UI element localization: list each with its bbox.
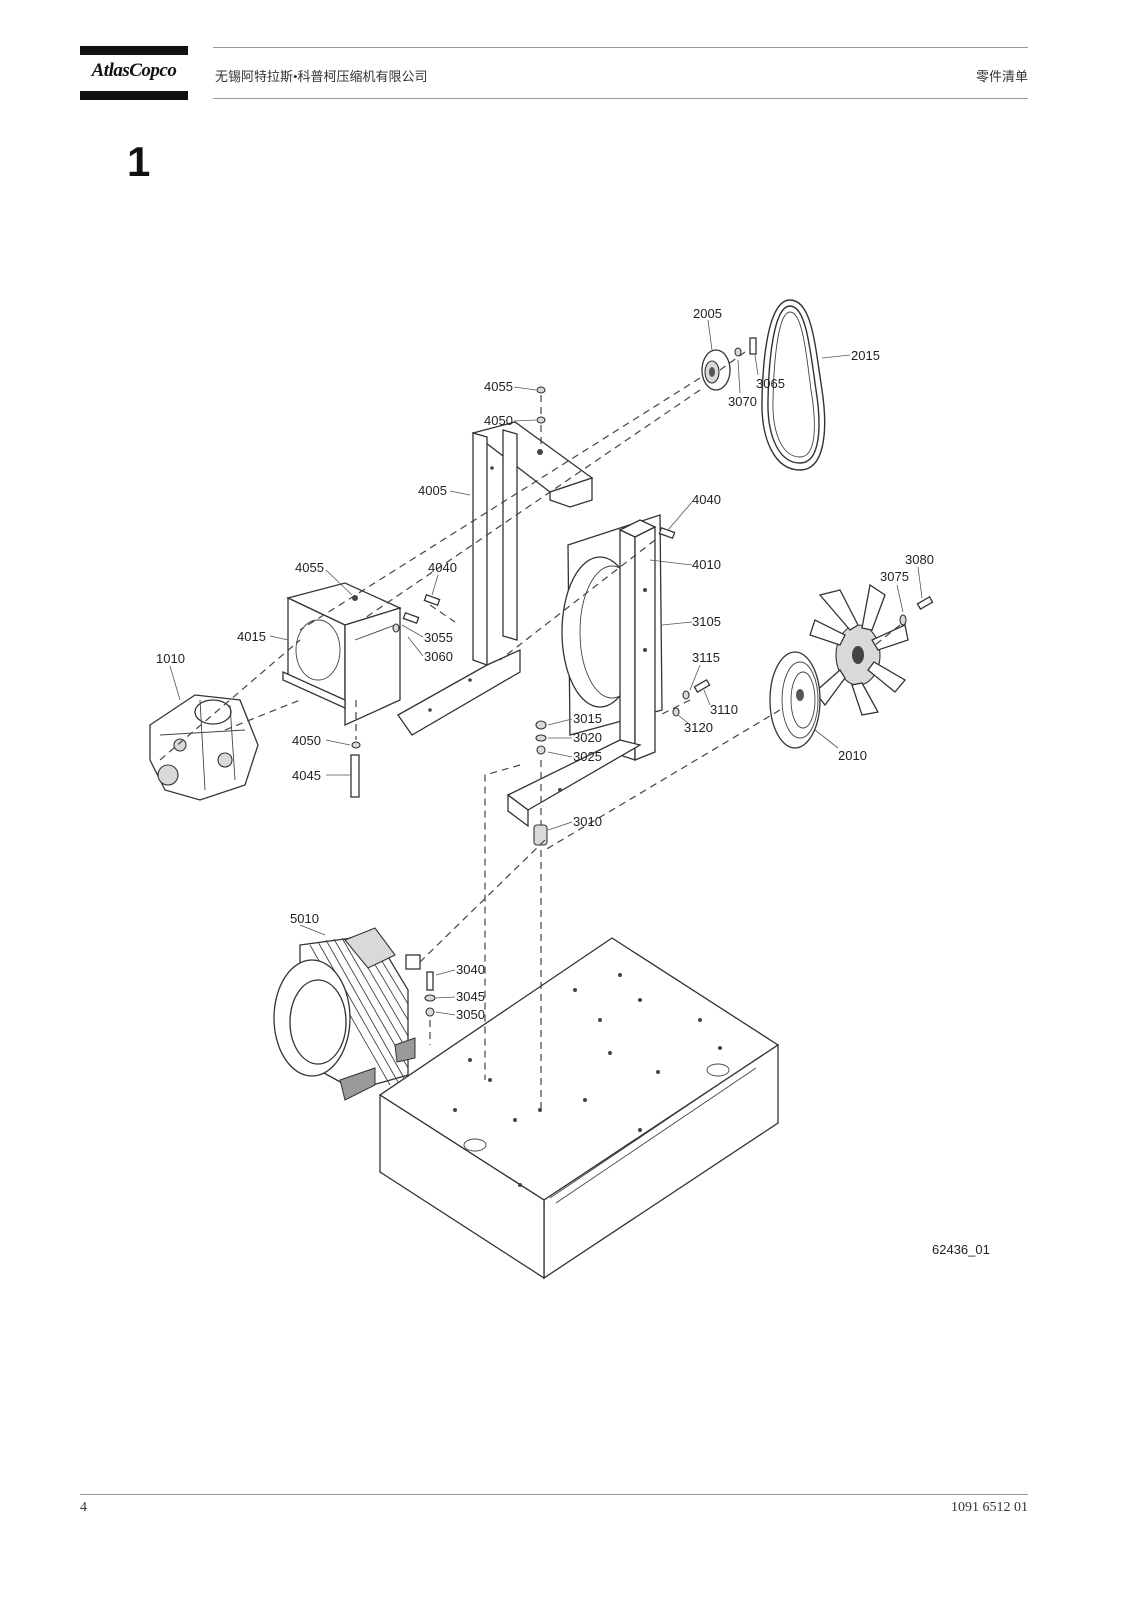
label-3025: 3025 [573,749,602,764]
motor-pulley [769,651,821,749]
label-4040-left: 4040 [428,560,457,575]
label-3065: 3065 [756,376,785,391]
label-5010: 5010 [290,911,319,926]
label-2010: 2010 [838,748,867,763]
label-4050-top: 4050 [484,413,513,428]
label-3115: 3115 [692,650,720,665]
label-4015: 4015 [237,629,266,644]
label-3010: 3010 [573,814,602,829]
label-3045: 3045 [456,989,485,1004]
label-4005: 4005 [418,483,447,498]
header-rule-bottom [213,98,1028,99]
logo-bar-bottom [80,91,188,100]
label-3075: 3075 [880,569,909,584]
base-frame [378,937,780,1280]
fasteners [350,337,934,1017]
document-type: 零件清单 [975,69,1028,84]
compressor-element [149,694,259,801]
label-3055: 3055 [424,630,453,645]
part-labels: 2005 2015 3065 3070 4055 4050 4005 4040 … [156,306,990,1257]
page-number: 4 [80,1500,87,1515]
motor-support-bracket [282,582,402,727]
label-3105: 3105 [692,614,721,629]
label-4055-left: 4055 [295,560,324,575]
logo-bar-top [80,46,188,55]
label-3060: 3060 [424,649,453,664]
label-3050: 3050 [456,1007,485,1022]
label-1010: 1010 [156,651,185,666]
label-3040: 3040 [456,962,485,977]
label-2005: 2005 [693,306,722,321]
label-3020: 3020 [573,730,602,745]
assembly-lines [159,351,901,1110]
header-rule-top [213,47,1028,48]
label-4045: 4045 [292,768,321,783]
footer-rule [80,1494,1028,1495]
cooling-fan [809,583,909,716]
v-belt [761,299,826,471]
label-3070: 3070 [728,394,757,409]
frame-upright-4010 [506,519,657,828]
label-3080: 3080 [905,552,934,567]
label-4040-right: 4040 [692,492,721,507]
section-number: 1 [127,138,151,185]
drawing-id: 62436_01 [932,1242,990,1257]
atlas-copco-logo: AtlasCopco [80,46,188,100]
label-4010: 4010 [692,557,721,572]
document-number: 1091 6512 01 [951,1500,1028,1515]
label-4055-top: 4055 [484,379,513,394]
company-name: 无锡阿特拉斯•科普柯压缩机有限公司 [215,69,428,84]
exploded-parts-drawing: 2005 2015 3065 3070 4055 4050 4005 4040 … [149,299,990,1280]
label-2015: 2015 [851,348,880,363]
leader-lines [169,319,923,1016]
motor [273,927,421,1101]
label-3110: 3110 [710,702,738,717]
label-3015: 3015 [573,711,602,726]
tensioner-pulley [701,349,731,391]
frame-upright-4005 [397,421,594,736]
label-4050-bottom: 4050 [292,733,321,748]
logo-wordmark: AtlasCopco [91,60,177,81]
label-3120: 3120 [684,720,713,735]
